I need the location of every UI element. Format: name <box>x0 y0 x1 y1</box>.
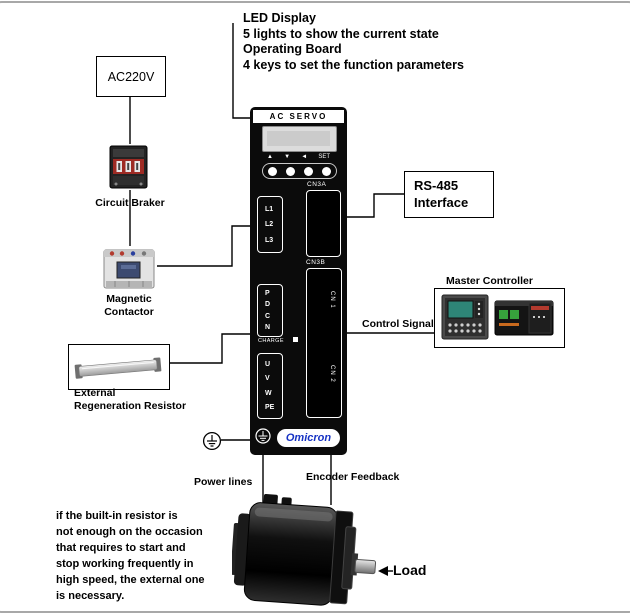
operating-board-title: Operating Board <box>243 42 342 56</box>
load-label: Load <box>393 562 427 578</box>
cn3a-label: CN3A <box>307 181 327 188</box>
terminal-l3: L3 <box>265 236 274 244</box>
magnetic-contactor-label: Magnetic Contactor <box>104 293 154 318</box>
led-display-window <box>267 131 330 146</box>
charge-label: CHARGE <box>258 338 284 344</box>
cn2-label: CN 2 <box>329 365 335 383</box>
rs485-interface-box: RS-485 Interface <box>404 171 494 218</box>
servo-motor-image <box>232 494 377 606</box>
key-button <box>322 166 332 176</box>
terminal-l2: L2 <box>265 221 274 228</box>
load-arrow-icon <box>378 566 388 576</box>
master-controller-box <box>434 288 565 348</box>
brand-logo: Omicron <box>277 429 340 447</box>
wire-cn3a-to-rs485 <box>347 193 404 218</box>
wire-contactor-to-l-terminals <box>157 225 250 267</box>
key-button <box>285 166 295 176</box>
key-set-label: SET <box>318 154 330 160</box>
terminal-v: V <box>265 375 270 383</box>
resistor-note: if the built-in resistor is not enough o… <box>56 510 205 602</box>
key-button <box>267 166 277 176</box>
key-up-label: ▲ <box>267 154 273 160</box>
terminal-u: U <box>265 361 271 369</box>
encoder-feedback-label: Encoder Feedback <box>306 471 400 483</box>
servo-drive: AC SERVO ▲ ▼ ◄ SET CN3A L1 L2 L3 CN3B CN… <box>250 107 347 455</box>
terminal-d: D <box>265 301 271 309</box>
cn3b-label: CN3B <box>306 259 326 266</box>
charge-indicator <box>293 337 298 342</box>
key-buttons-row <box>262 163 337 179</box>
terminal-w: W <box>265 389 272 397</box>
pdcn-terminal-block: P D C N <box>257 284 283 337</box>
terminal-c: C <box>265 312 271 320</box>
earth-ground-icon <box>202 431 222 451</box>
cn3b-connector <box>306 268 342 418</box>
terminal-l1: L1 <box>265 205 274 213</box>
cn3a-connector <box>306 190 341 257</box>
l-terminal-block: L1 L2 L3 <box>257 196 283 253</box>
resistor-image <box>74 357 162 379</box>
terminal-n: N <box>265 324 271 332</box>
key-button <box>304 166 314 176</box>
led-display-title: LED Display <box>243 11 316 25</box>
key-left-label: ◄ <box>301 154 308 160</box>
regeneration-resistor-box <box>68 344 170 390</box>
circuit-breaker-image <box>109 145 148 189</box>
key-labels-row: ▲ ▼ ◄ SET <box>262 154 335 160</box>
pe-ground-icon <box>255 428 271 444</box>
power-lines-label: Power lines <box>194 476 253 488</box>
ac220v-label: AC220V <box>107 69 155 84</box>
cn1-label: CN 1 <box>329 291 335 309</box>
servo-header-label: AC SERVO <box>253 110 344 123</box>
external-resistor-label: External Regeneration Resistor <box>74 387 187 412</box>
control-signal-label: Control Signal <box>362 318 434 330</box>
operating-board-desc: 4 keys to set the function parameters <box>243 57 464 72</box>
wire-annotation-to-display <box>232 23 250 119</box>
uvw-terminal-block: U V W PE <box>257 353 283 419</box>
key-down-label: ▼ <box>284 154 291 160</box>
wire-resistor-to-pdcn <box>168 333 250 364</box>
ac220v-box: AC220V <box>96 56 166 97</box>
led-display-desc: 5 lights to show the current state <box>243 26 439 41</box>
top-annotation: LED Display 5 lights to show the current… <box>243 11 523 73</box>
terminal-pe: PE <box>265 403 275 411</box>
terminal-p: P <box>265 289 270 297</box>
led-display <box>262 126 337 152</box>
magnetic-contactor-image <box>103 249 155 289</box>
circuit-braker-label: Circuit Braker <box>95 197 165 209</box>
master-controller-devices-image <box>441 294 554 340</box>
master-controller-label: Master Controller <box>446 275 533 287</box>
